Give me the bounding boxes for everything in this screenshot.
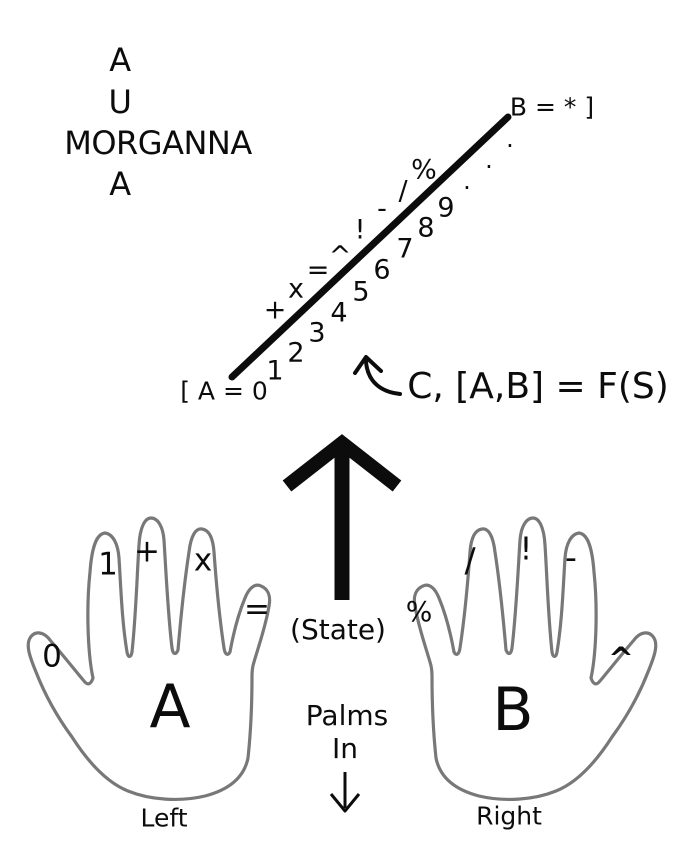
left-middle-label: + — [134, 533, 160, 570]
acrostic-letter-bottom: A — [109, 165, 131, 203]
scale-end-label: B = * ] — [509, 92, 595, 122]
state-arrow-head-icon — [282, 434, 402, 492]
acrostic-letter-top: A — [109, 41, 131, 79]
right-pinky-label: % — [405, 595, 433, 628]
left-palm-label: A — [149, 672, 191, 742]
scale-number-4: 4 — [330, 297, 348, 329]
formula-text: C, [A,B] = F(S) — [407, 366, 669, 407]
curved-arrow-tail — [364, 360, 402, 396]
curved-arrow-head-icon — [353, 355, 383, 375]
scale-number-3: 3 — [308, 317, 326, 349]
palms-down-arrow-head-icon — [329, 793, 361, 813]
scale-number-5: 5 — [352, 276, 370, 308]
left-pinky-label: = — [244, 591, 270, 628]
scale-operator-percent: % — [411, 154, 437, 186]
scale-number-2: 2 — [287, 337, 305, 369]
right-thumb-label: ^ — [608, 641, 634, 678]
palms-note-line2: In — [331, 732, 359, 765]
state-label: (State) — [290, 613, 386, 646]
left-ring-label: x — [193, 542, 213, 579]
scale-ellipsis-dot: · — [463, 174, 471, 202]
scale-operator-bang: ! — [354, 214, 366, 246]
scale-operator-equals: = — [306, 254, 330, 286]
scale-operator-slash: / — [398, 175, 408, 207]
scale-number-7: 7 — [396, 233, 414, 265]
scale-operator-caret: ^ — [328, 240, 352, 272]
scale-number-1: 1 — [266, 355, 284, 387]
right-hand-caption: Right — [476, 801, 542, 831]
scale-ellipsis-dot: · — [506, 132, 514, 160]
scale-operator-minus: - — [377, 193, 387, 225]
scale-operator-times: x — [288, 273, 304, 305]
scale-diagonal-line — [228, 113, 512, 381]
scale-number-6: 6 — [373, 254, 391, 286]
scale-ellipsis-dot: · — [485, 153, 493, 181]
palms-note-line1: Palms — [305, 699, 389, 732]
scale-operator-plus: + — [263, 294, 287, 326]
right-index-label: - — [565, 537, 577, 577]
scale-number-8: 8 — [417, 212, 435, 244]
right-palm-label: B — [492, 675, 534, 745]
scale-number-9: 9 — [437, 192, 455, 224]
left-hand-caption: Left — [140, 803, 188, 833]
acrostic-word-across: MORGANNA — [64, 124, 252, 162]
right-middle-label: ! — [519, 531, 533, 568]
scale-start-label: [ A = 0 — [180, 376, 268, 406]
acrostic-letter-upper: U — [108, 83, 132, 121]
left-index-label: 1 — [98, 546, 118, 583]
right-ring-label: / — [464, 540, 476, 580]
left-thumb-label: 0 — [42, 638, 62, 675]
